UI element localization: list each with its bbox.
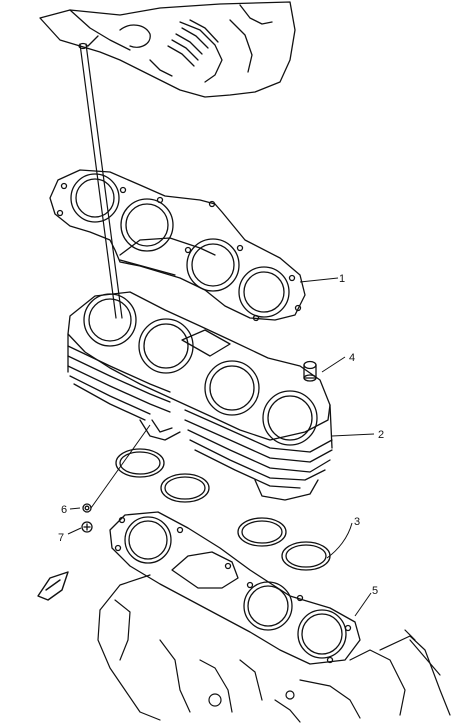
base-gasket: [109, 511, 361, 665]
crankcase-partial: [97, 574, 451, 723]
leader-lines: [67, 277, 375, 617]
callout-labels: 1 2 3 4 5 6 7: [58, 273, 384, 597]
stud-bolt: [78, 42, 123, 319]
front-direction-arrow-icon: [37, 571, 69, 601]
callout-7: 7: [58, 532, 64, 544]
dowel-pin: [303, 360, 317, 382]
callout-3: 3: [354, 516, 360, 528]
small-plug: [81, 521, 93, 533]
small-washer: [82, 503, 92, 513]
cylinder-block: [67, 291, 333, 501]
head-gasket-top: [49, 169, 306, 322]
o-rings: [115, 448, 331, 571]
callout-1: 1: [339, 273, 345, 285]
cylinder-head-partial: [39, 1, 296, 98]
callout-5: 5: [372, 585, 378, 597]
callout-4: 4: [349, 352, 355, 364]
callout-6: 6: [61, 504, 67, 516]
callout-2: 2: [378, 429, 384, 441]
